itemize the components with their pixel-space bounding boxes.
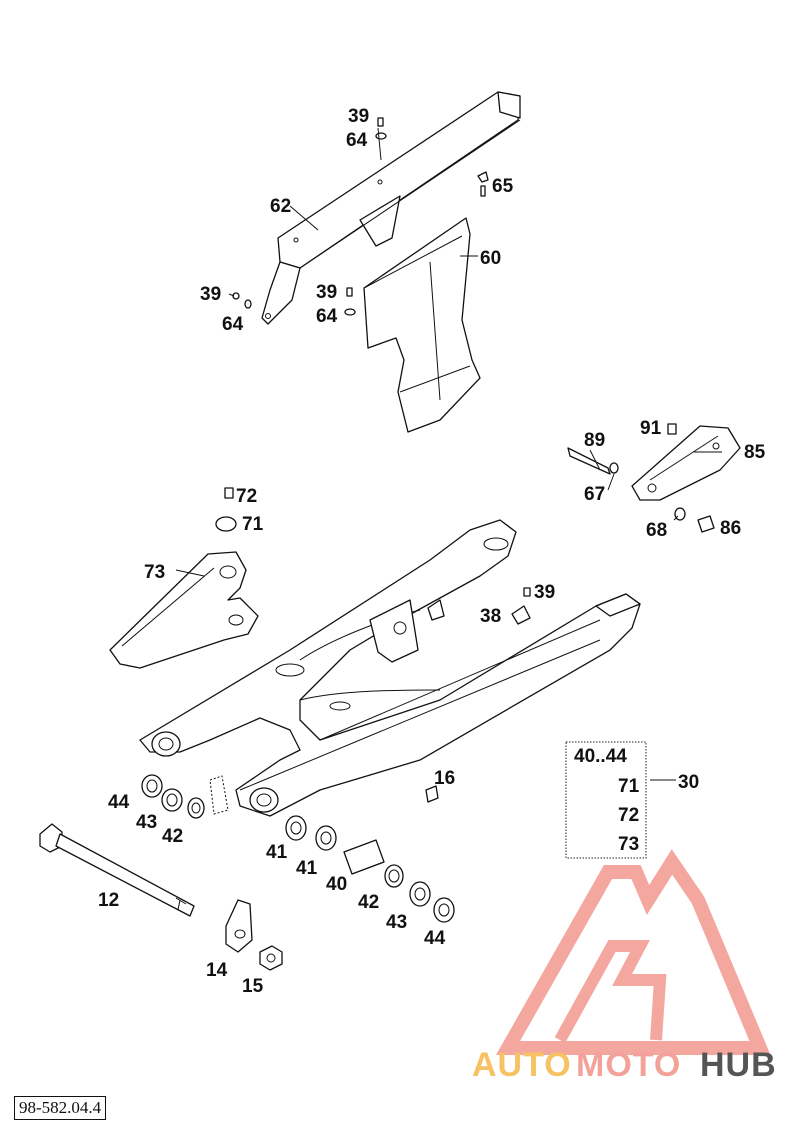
label-67: 67 — [584, 484, 605, 505]
grease-nipple-16 — [425, 785, 439, 803]
label-39: 39 — [534, 582, 555, 603]
chain-slider-front — [109, 551, 259, 669]
label-91: 91 — [640, 418, 662, 439]
bearings-left — [141, 774, 229, 819]
label-85: 85 — [744, 442, 766, 463]
kit-item: 71 — [618, 776, 640, 797]
label-41: 41 — [266, 842, 288, 863]
brand-hub: HUB — [700, 1046, 777, 1084]
chain-guard-upper — [261, 91, 521, 325]
kit-item: 40..44 — [574, 746, 627, 767]
label-64: 64 — [346, 130, 368, 151]
swingarm — [139, 519, 641, 817]
kit-item: 73 — [618, 834, 639, 855]
label-39: 39 — [200, 284, 221, 305]
bolt-cap-71-72 — [215, 487, 237, 532]
label-42: 42 — [358, 892, 379, 913]
brand-auto: AUTO — [472, 1046, 572, 1084]
label-43: 43 — [386, 912, 407, 933]
watermark-logo — [495, 849, 771, 1055]
bearings-right — [285, 815, 455, 923]
kit-item: 72 — [618, 805, 639, 826]
kit-number: 30 — [678, 772, 699, 793]
label-73: 73 — [144, 562, 165, 583]
leader-lines — [175, 127, 722, 781]
label-64: 64 — [316, 306, 338, 327]
kit-box — [565, 741, 647, 859]
label-14: 14 — [206, 960, 228, 981]
part-labels: 39 64 65 62 60 39 64 39 64 91 89 85 67 6… — [98, 106, 766, 997]
label-72: 72 — [236, 486, 257, 507]
brand-moto: MOTO — [576, 1046, 681, 1084]
watermark-brand: AUTO MOTO HUB — [472, 1046, 777, 1084]
label-12: 12 — [98, 890, 119, 911]
label-15: 15 — [242, 976, 264, 997]
chain-guard-lower — [363, 217, 481, 433]
label-44: 44 — [424, 928, 446, 949]
label-42: 42 — [162, 826, 183, 847]
label-65: 65 — [492, 176, 514, 197]
label-64: 64 — [222, 314, 244, 335]
bolt-38-39 — [511, 587, 531, 625]
label-39: 39 — [348, 106, 369, 127]
reference-code: 98-582.04.4 — [14, 1096, 107, 1120]
label-62: 62 — [270, 196, 291, 217]
label-89: 89 — [584, 430, 605, 451]
label-86: 86 — [720, 518, 741, 539]
label-68: 68 — [646, 520, 667, 541]
swingarm-axle — [39, 823, 195, 917]
label-43: 43 — [136, 812, 157, 833]
label-44: 44 — [108, 792, 130, 813]
label-16: 16 — [434, 768, 455, 789]
label-41: 41 — [296, 858, 318, 879]
label-39: 39 — [316, 282, 337, 303]
label-60: 60 — [480, 248, 501, 269]
plate-14-nut-15 — [225, 899, 283, 971]
label-71: 71 — [242, 514, 264, 535]
label-40: 40 — [326, 874, 347, 895]
label-38: 38 — [480, 606, 501, 627]
